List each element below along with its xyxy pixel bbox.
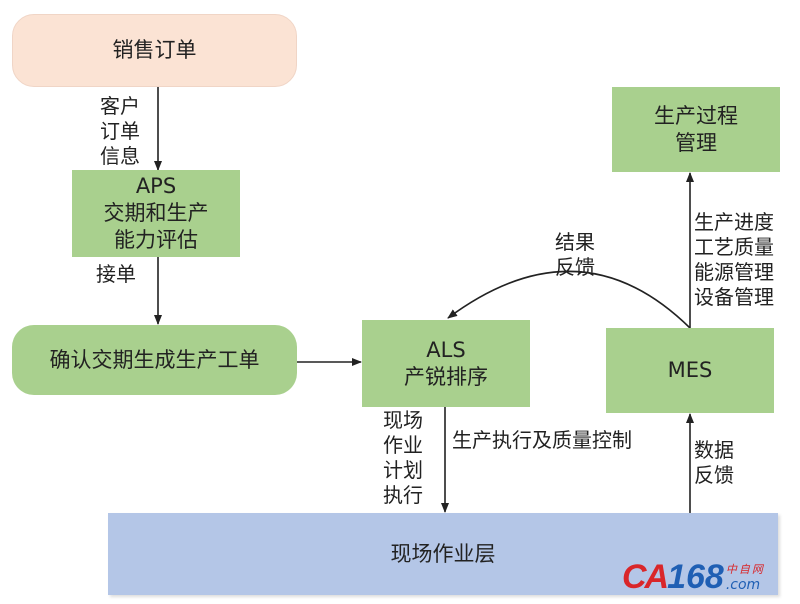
mes-label: MES [667,358,713,382]
label-line: 信息 [100,144,140,168]
label-field-plan-exec: 现场 作业 计划 执行 [383,408,423,508]
label-line: 计划 [383,458,423,482]
label-line: 订单 [100,119,140,143]
process-mgmt-node: 生产过程 管理 [612,87,780,172]
mes-node: MES [606,328,774,413]
label-line: 作业 [383,433,423,457]
label-line: 结果 [555,230,595,254]
label-line: 现场 [383,408,423,432]
aps-sub2: 能力评估 [114,228,198,252]
logo-num: 168 [667,558,724,596]
sales-order-node: 销售订单 [12,14,297,87]
label-line: 能源管理 [694,260,774,284]
logo-side: 中自网 .com [726,561,765,593]
label-line: 执行 [383,483,423,507]
als-node: ALS 产锐排序 [362,320,530,407]
label-data-feedback: 数据 反馈 [694,438,734,488]
label-line: 反馈 [555,255,595,279]
process-mgmt-line2: 管理 [675,130,717,155]
label-customer-order-info: 客户 订单 信息 [100,94,140,169]
logo-cn: 中自网 [725,563,765,576]
als-title: ALS [426,337,466,362]
label-line: 反馈 [694,463,734,487]
label-line: 工艺质量 [694,235,774,259]
aps-node: APS 交期和生产 能力评估 [72,170,240,257]
als-sub: 产锐排序 [404,364,488,389]
label-result-feedback: 结果 反馈 [555,230,595,280]
label-line: 数据 [694,438,734,462]
label-line: 设备管理 [694,285,774,309]
label-accept-order: 接单 [96,262,136,286]
shop-floor-label: 现场作业层 [390,541,496,566]
logo-ca: CA [622,558,669,596]
aps-sub1: 交期和生产 [103,201,209,225]
aps-title: APS [135,174,177,198]
ca168-logo: CA 168 中自网 .com [622,558,765,597]
sales-order-label: 销售订单 [112,38,197,62]
process-mgmt-line1: 生产过程 [654,103,738,128]
label-mes-items: 生产进度 工艺质量 能源管理 设备管理 [694,210,774,310]
confirm-label: 确认交期生成生产工单 [49,347,260,372]
label-exec-quality: 生产执行及质量控制 [452,428,632,452]
confirm-node: 确认交期生成生产工单 [12,325,297,395]
label-line: 客户 [100,94,140,118]
label-line: 生产进度 [694,210,774,234]
logo-domain: .com [725,577,761,593]
arrow-mes-to-als-curve [447,270,691,329]
shop-floor-node: 现场作业层 [108,513,778,595]
